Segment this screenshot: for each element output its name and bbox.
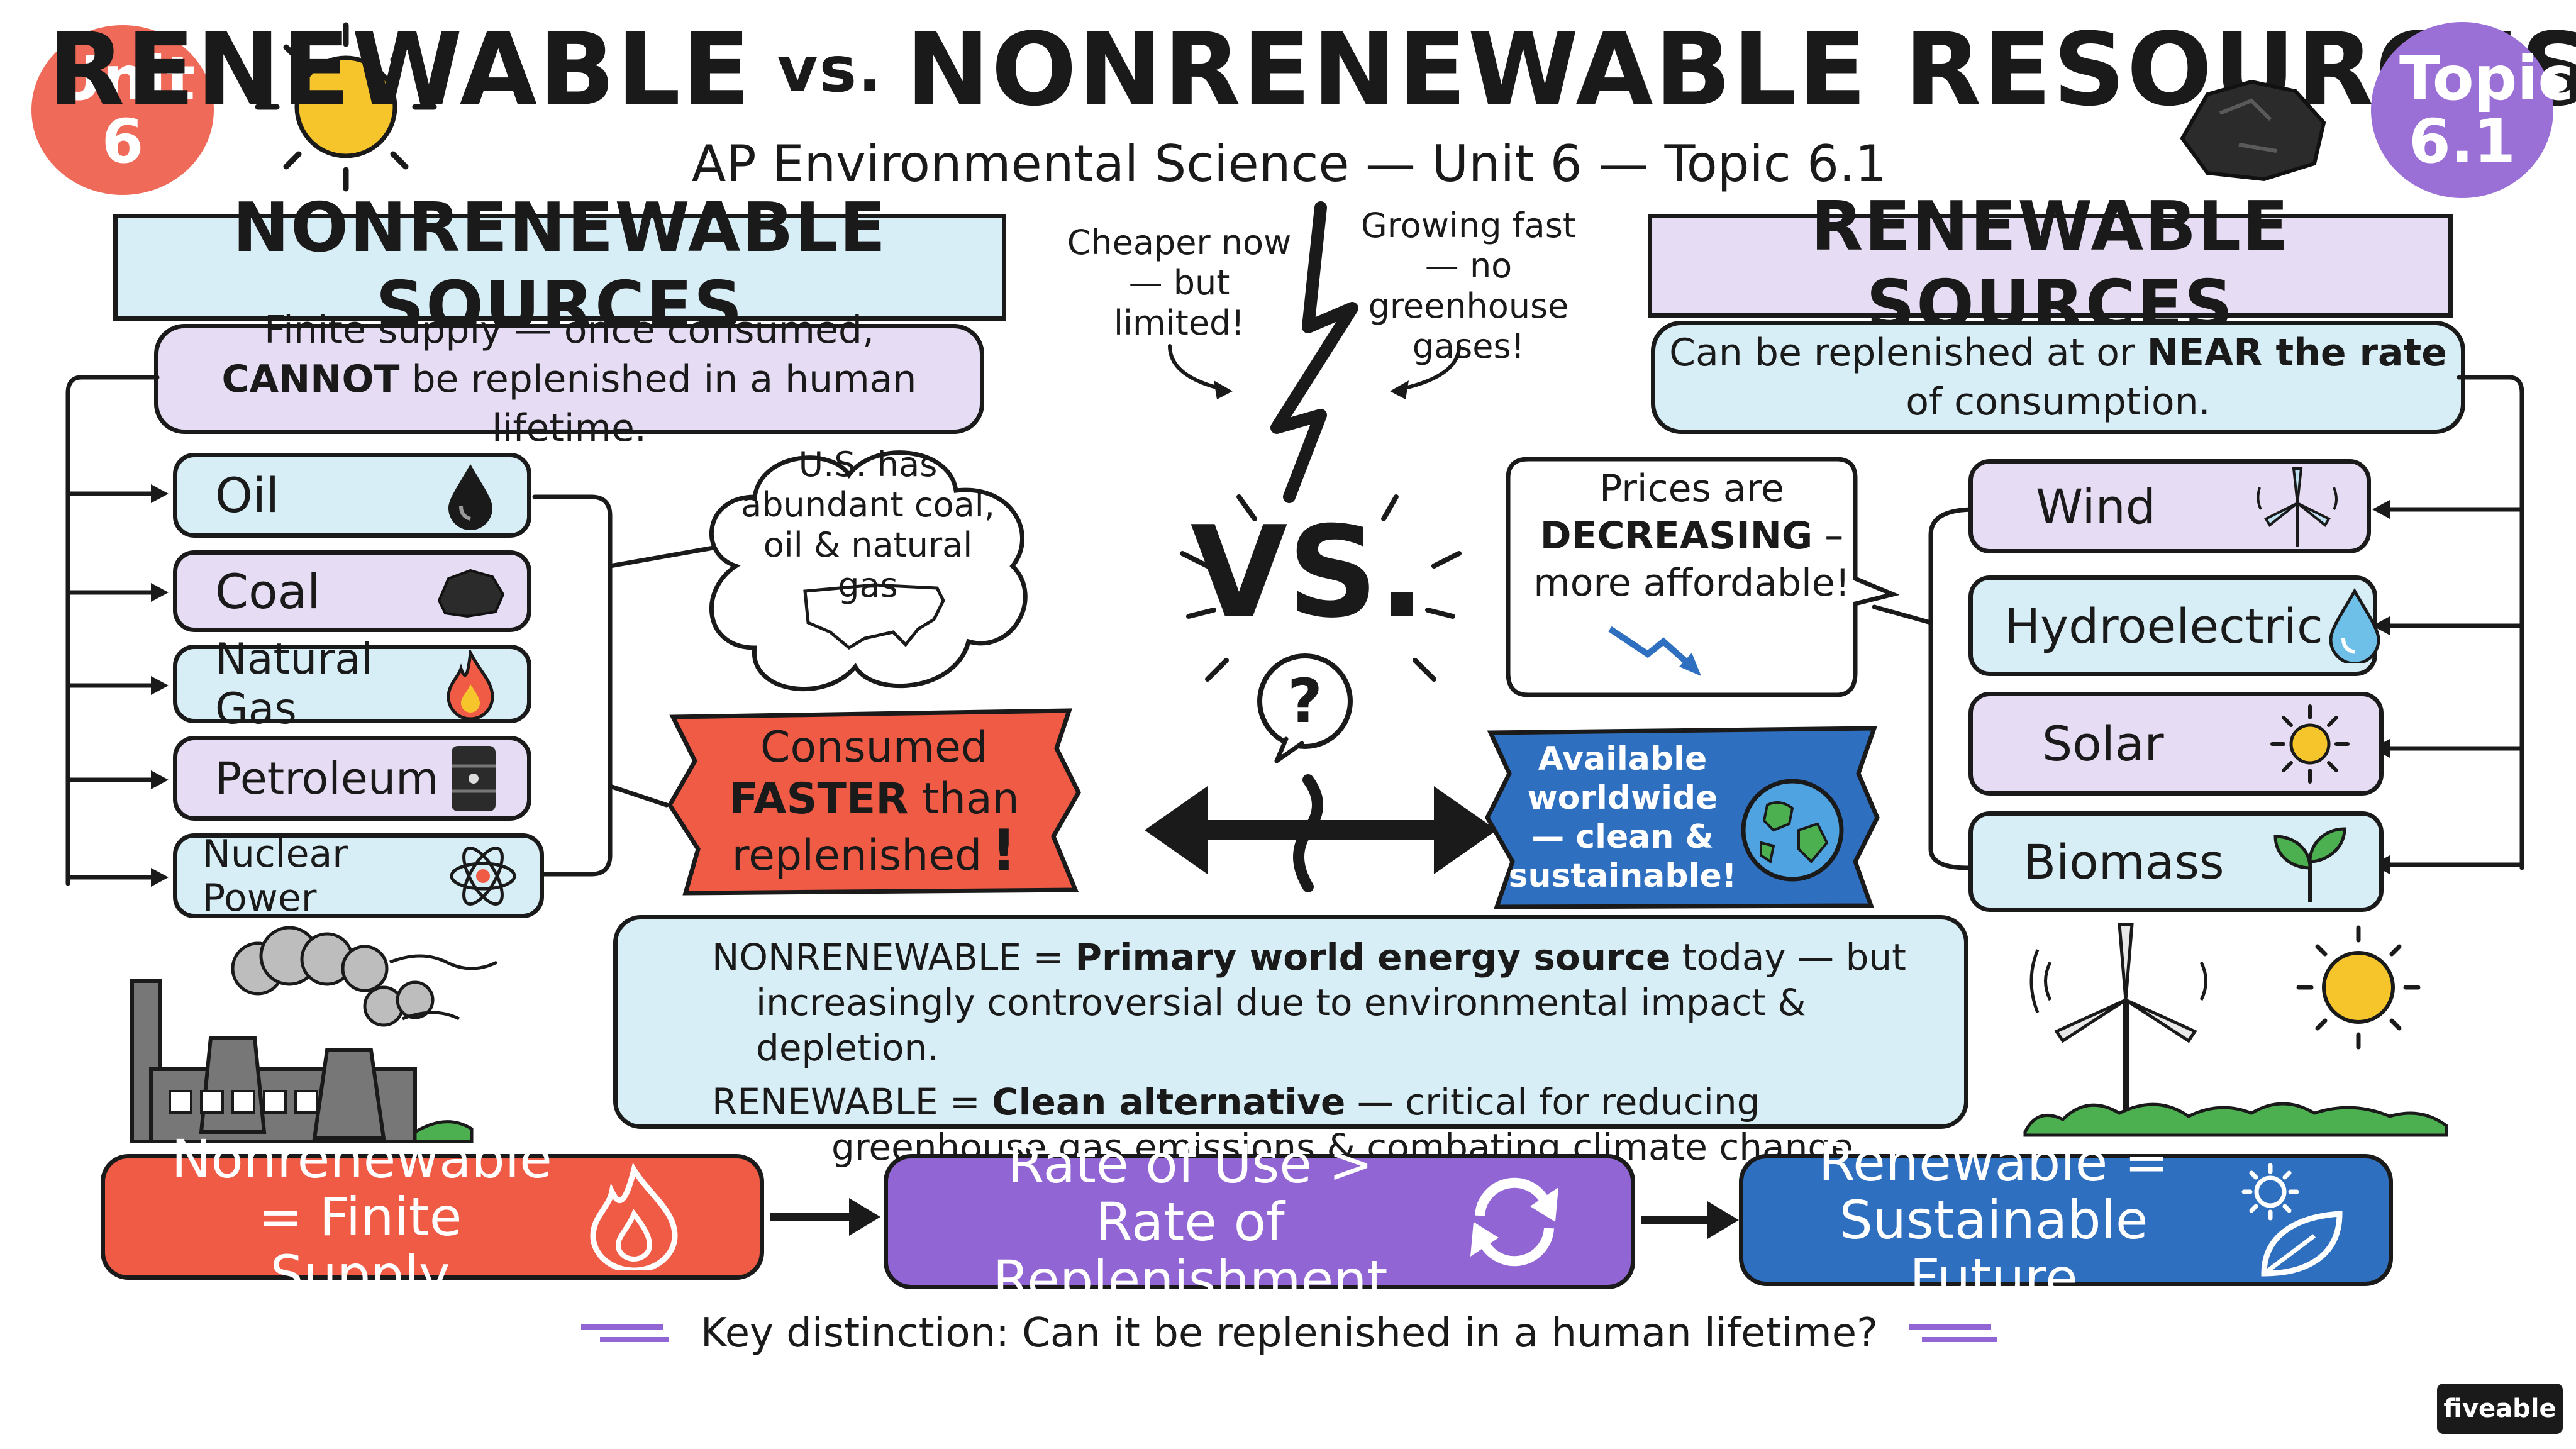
list-item-petroleum: Petroleum	[173, 736, 531, 821]
list-item-biomass: Biomass	[1968, 811, 2384, 912]
footer-box-rate-of-use: Rate of Use > Rate of Replenishment	[884, 1135, 1635, 1309]
factory-illustration	[130, 926, 498, 1143]
us-note-text: U.S. has abundant coal, oil & natural ga…	[741, 445, 995, 605]
list-item-nuclear-power: Nuclear Power	[173, 832, 544, 920]
page-title: RENEWABLE vs. NONRENEWABLE RESOURCES	[47, 10, 2576, 128]
key-distinction: Key distinction: Can it be replenished i…	[553, 1299, 2025, 1368]
cheaper-note: Cheaper now — but limited!	[1067, 223, 1292, 343]
topic-badge: Topic 6.1	[2371, 22, 2573, 198]
prices-bubble-shape	[1506, 457, 1899, 697]
consumed-banner-shape	[667, 708, 1081, 896]
list-item-natural-gas: Natural Gas	[173, 635, 531, 734]
refresh-cycle-icon	[1470, 1177, 1558, 1266]
list-item-hydroelectric: Hydroelectric	[1968, 575, 2380, 676]
footer-box-finite-supply: Nonrenewable = Finite Supply	[101, 1130, 764, 1304]
decor-lines-left-purple	[580, 1324, 669, 1342]
list-item-solar: Solar	[1968, 692, 2384, 796]
wind-turbine-icon	[2253, 462, 2341, 550]
unit-badge: Unit 6	[31, 25, 214, 195]
coal-icon	[433, 553, 508, 629]
left-bracket-connectors	[65, 375, 719, 887]
list-item-oil: Oil	[173, 453, 531, 538]
coal-lump-icon	[2180, 79, 2326, 182]
list-item-wind: Wind	[1968, 459, 2371, 553]
summary-box: NONRENEWABLE = Primary world energy sour…	[613, 915, 1968, 1169]
globe-icon	[1741, 779, 1844, 882]
decor-lines-right-purple	[1909, 1324, 1998, 1342]
brand-logo: fiveable	[2437, 1384, 2563, 1434]
footer-arrow-2	[1641, 1201, 1739, 1239]
renewable-heading: RENEWABLE SOURCES	[1648, 187, 2453, 345]
list-item-coal: Coal	[173, 550, 531, 632]
barrel-icon	[438, 741, 508, 816]
oil-drop-icon	[433, 458, 508, 533]
nonrenewable-heading: NONRENEWABLE SOURCES	[113, 189, 1006, 346]
flame-outline-icon	[589, 1163, 678, 1270]
growing-note: Growing fast — no greenhouse gases!	[1360, 206, 1577, 366]
consumed-faster-note: Consumed FASTER than replenished!	[729, 723, 1019, 884]
sun-icon	[2266, 700, 2354, 788]
vs-label: VS.	[1190, 499, 1426, 646]
us-note-cloud	[709, 450, 1028, 692]
plant-icon	[2266, 818, 2354, 906]
center-lightning-arrows	[1145, 201, 1497, 892]
sun-leaf-icon	[2241, 1163, 2343, 1277]
renewable-definition: Can be replenished at or NEAR the rate o…	[1651, 321, 2465, 434]
sun-icon	[255, 22, 437, 192]
water-drop-icon	[2323, 582, 2386, 670]
atom-icon	[445, 838, 521, 914]
nonrenewable-definition: Finite supply — once consumed, CANNOT be…	[154, 308, 984, 450]
flame-icon	[433, 647, 508, 722]
right-bracket-connectors	[1872, 375, 2524, 874]
wind-and-sun-illustration	[2023, 923, 2448, 1137]
subtitle: AP Environmental Science — Unit 6 — Topi…	[691, 134, 1887, 193]
prices-note: Prices are DECREASING – more affordable!	[1533, 467, 1850, 605]
available-note: Available worldwide — clean & sustainabl…	[1508, 740, 1737, 895]
footer-arrow-1	[770, 1198, 880, 1236]
footer-box-sustainable-future: Renewable = Sustainable Future	[1739, 1133, 2393, 1307]
question-mark: ?	[1287, 666, 1323, 736]
